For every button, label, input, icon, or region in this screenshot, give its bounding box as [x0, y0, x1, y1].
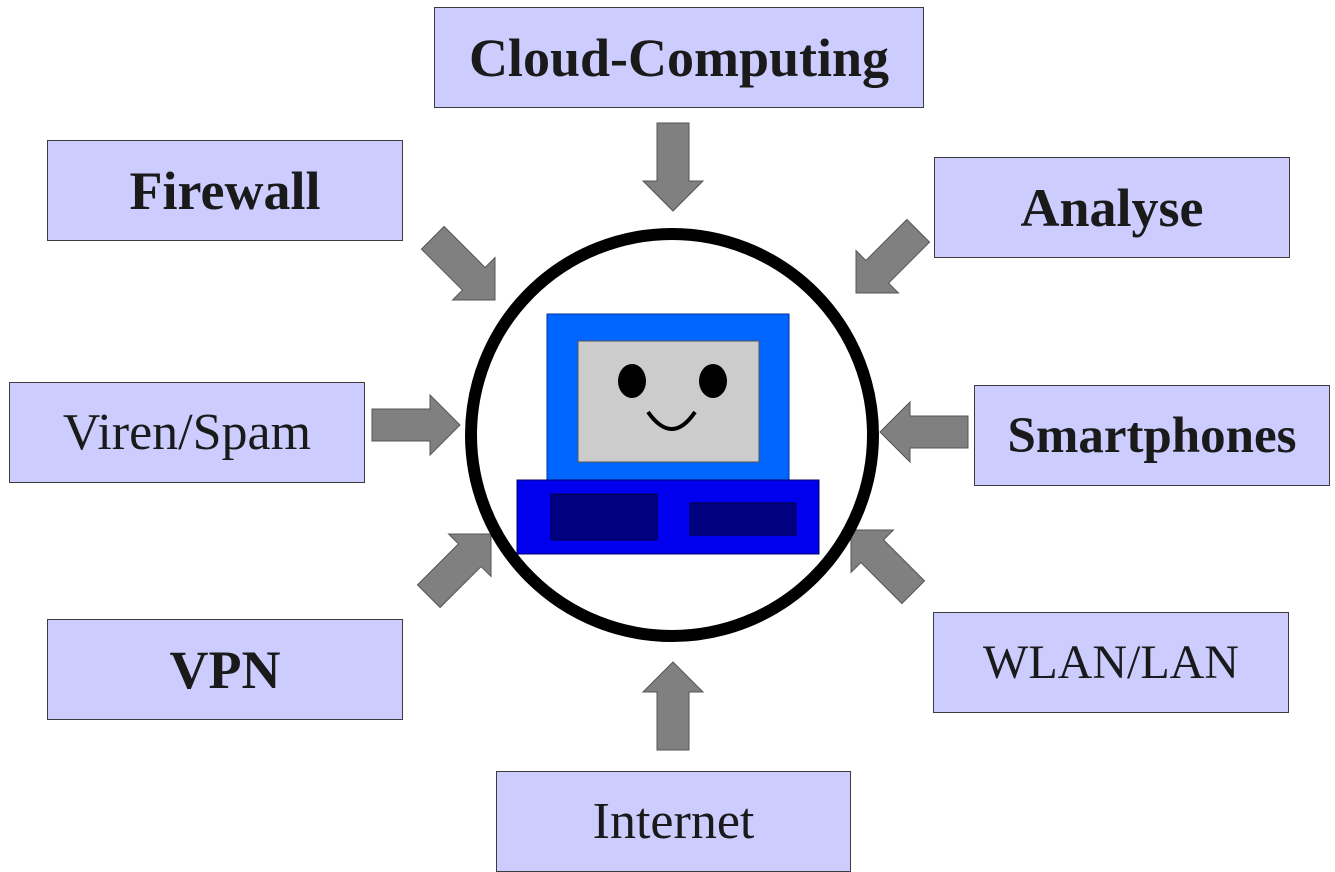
arrow-from-firewall [411, 216, 517, 322]
screen [577, 340, 760, 463]
smile [646, 410, 697, 431]
right-eye [699, 364, 727, 398]
smiling-computer-icon [516, 313, 820, 555]
arrow-from-viren [371, 394, 461, 456]
node-cloud-computing: Cloud-Computing [434, 7, 924, 108]
node-internet: Internet [496, 771, 851, 872]
arrow-from-cloud [642, 122, 704, 212]
left-eye [618, 364, 646, 398]
node-firewall: Firewall [47, 140, 403, 241]
node-analyse: Analyse [934, 157, 1290, 258]
node-smartphones: Smartphones [974, 385, 1330, 486]
node-vpn: VPN [47, 619, 403, 720]
node-wlan-lan: WLAN/LAN [933, 612, 1289, 713]
drive-left [550, 493, 658, 541]
arrow-from-smartphones [879, 401, 969, 463]
arrow-from-analyse [834, 209, 940, 315]
arrow-from-internet [642, 661, 704, 751]
node-viren-spam: Viren/Spam [9, 382, 365, 483]
drive-right [689, 502, 797, 536]
